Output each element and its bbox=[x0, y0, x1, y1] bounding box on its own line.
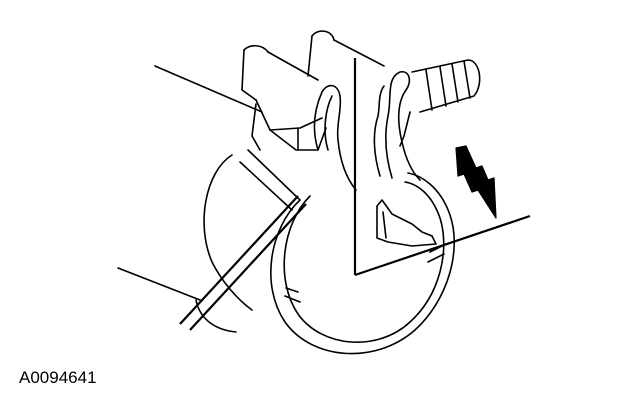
clamp-band bbox=[239, 149, 456, 355]
lightning-arrow-icon bbox=[455, 145, 497, 219]
threaded-bolt bbox=[399, 59, 481, 147]
bolt-tube bbox=[241, 30, 385, 151]
clamp-slot bbox=[376, 199, 437, 247]
figure-id-label: A0094641 bbox=[19, 368, 97, 387]
pipe-outline bbox=[117, 65, 263, 311]
alignment-lines bbox=[179, 58, 531, 331]
clamp-ears bbox=[313, 71, 421, 191]
